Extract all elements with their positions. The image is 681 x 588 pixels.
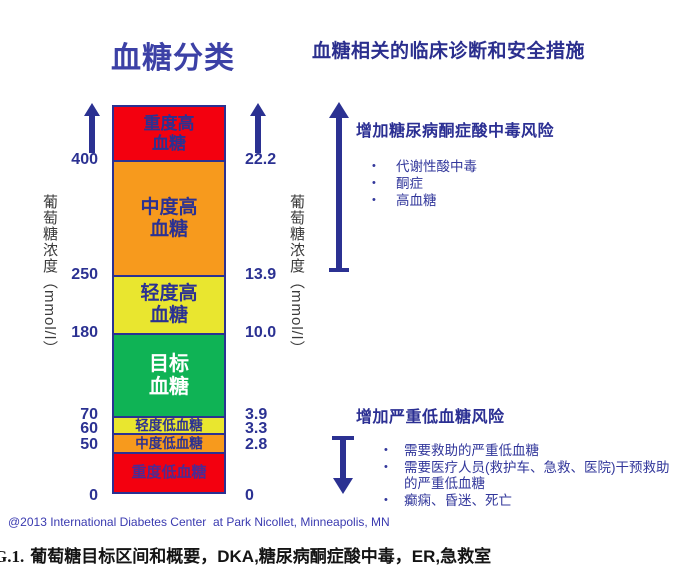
dka-risk-heading: 增加糖尿病酮症酸中毒风险 xyxy=(356,123,555,140)
y-axis-label-left: 葡萄糖浓度（mmol/l） xyxy=(41,194,58,357)
list-item: • 高血糖 xyxy=(372,193,437,208)
bullet-icon: • xyxy=(372,160,376,172)
tick-left-250: 250 xyxy=(71,266,98,283)
tick-right-10-0: 10.0 xyxy=(245,324,277,341)
hypo-risk-down-arrow-icon xyxy=(332,436,354,494)
up-arrow-icon xyxy=(84,103,100,153)
tick-right-2-8: 2.8 xyxy=(245,436,268,453)
list-item: • 需要医疗人员(救护车、急救、医院)干预救助的严重低血糖 xyxy=(384,460,670,491)
list-item: • 需要救助的严重低血糖 xyxy=(384,443,539,458)
tick-right-22-2: 22.2 xyxy=(245,151,277,168)
segment-mild-low: 轻度低血糖 xyxy=(114,416,224,433)
dka-risk-up-arrow-icon xyxy=(329,102,349,272)
hypo-bullet-list: • 需要救助的严重低血糖 • 需要医疗人员(救护车、急救、医院)干预救助的严重低… xyxy=(384,443,674,508)
tick-left-70: 70 xyxy=(80,406,98,423)
glucose-classification-bar: 重度高 血糖 中度高 血糖 轻度高 血糖 目标 血糖 轻度低血糖 中度低血糖 重… xyxy=(112,105,226,494)
segment-mild-high: 轻度高 血糖 xyxy=(114,275,224,333)
tick-left-60: 60 xyxy=(80,420,98,437)
hypo-risk-heading: 增加严重低血糖风险 xyxy=(356,409,505,426)
tick-left-180: 180 xyxy=(71,324,98,341)
bullet-icon: • xyxy=(372,177,376,189)
segment-moderate-high: 中度高 血糖 xyxy=(114,160,224,275)
bullet-icon: • xyxy=(384,444,388,456)
tick-left-0: 0 xyxy=(89,487,98,504)
list-item: • 代谢性酸中毒 xyxy=(372,159,477,174)
list-item: • 酮症 xyxy=(372,176,423,191)
tick-right-13-9: 13.9 xyxy=(245,266,277,283)
segment-severe-low: 重度低血糖 xyxy=(114,452,224,492)
tick-right-3-3: 3.3 xyxy=(245,420,268,437)
bullet-icon: • xyxy=(384,493,388,506)
up-arrow-icon xyxy=(250,103,266,153)
tick-right-3-9: 3.9 xyxy=(245,406,268,423)
bullet-icon: • xyxy=(384,461,388,473)
figure-caption: G.1.葡萄糖目标区间和概要，DKA,糖尿病酮症酸中毒，ER,急救室 xyxy=(0,542,491,567)
segment-moderate-low: 中度低血糖 xyxy=(114,433,224,452)
bullet-icon: • xyxy=(372,194,376,206)
tick-right-0: 0 xyxy=(245,487,254,504)
segment-severe-high: 重度高 血糖 xyxy=(114,107,224,160)
clinical-measures-title: 血糖相关的临床诊断和安全措施 xyxy=(312,41,586,62)
segment-target: 目标 血糖 xyxy=(114,333,224,416)
tick-left-50: 50 xyxy=(80,436,98,453)
page-title: 血糖分类 xyxy=(111,42,235,75)
list-item: • 癫痫、昏迷、死亡 xyxy=(384,492,512,508)
dka-bullet-list: • 代谢性酸中毒 • 酮症 • 高血糖 xyxy=(372,159,477,209)
y-axis-label-right: 葡萄糖浓度（mmol/l） xyxy=(288,194,305,357)
tick-left-400: 400 xyxy=(71,151,98,168)
figure-caption-number: G.1. xyxy=(0,547,25,566)
copyright-text: @2013 International Diabetes Center at P… xyxy=(8,515,390,529)
